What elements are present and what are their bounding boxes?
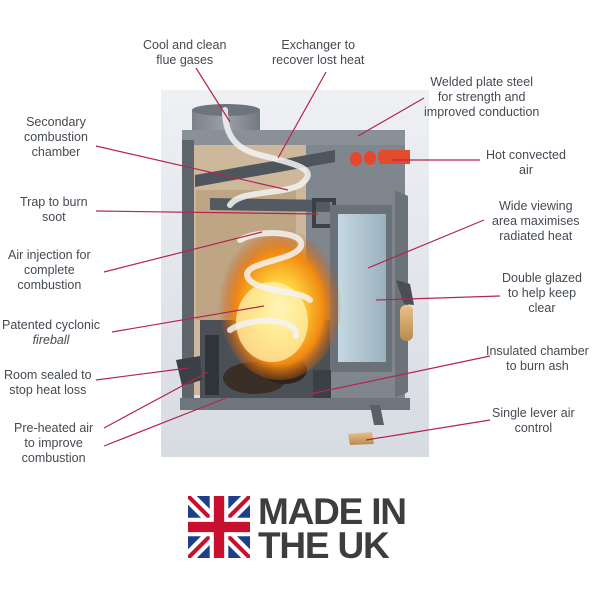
leader-lines (95, 67, 501, 447)
made-in-text: MADE IN (258, 491, 407, 532)
stove-body (176, 104, 414, 445)
the-uk-text: THE UK (258, 525, 390, 566)
union-jack-flag-icon (188, 496, 250, 558)
